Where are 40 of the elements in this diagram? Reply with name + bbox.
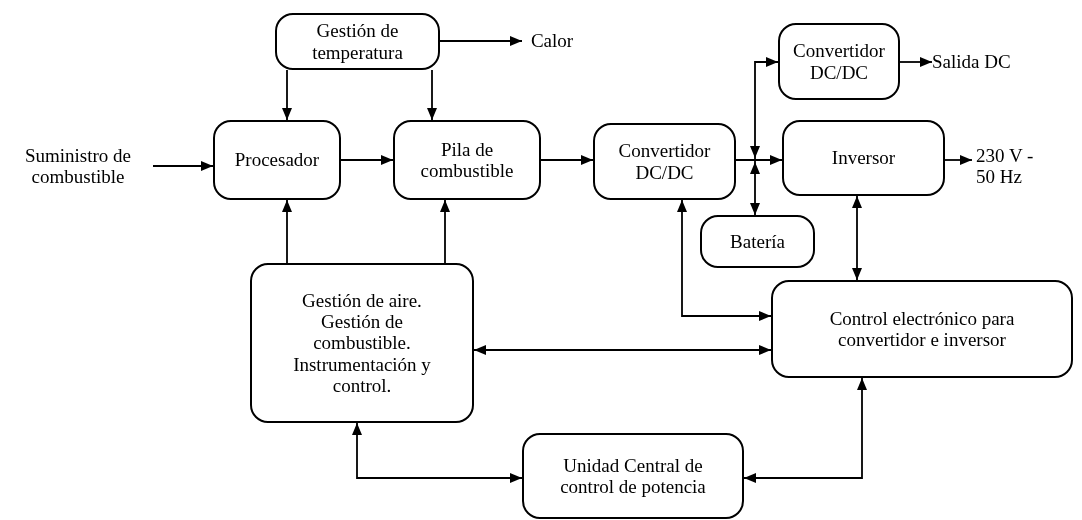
arrow <box>440 199 450 264</box>
box-label: Procesador <box>234 149 320 171</box>
arrow <box>439 36 523 46</box>
arrow <box>743 377 867 483</box>
process-box <box>782 120 945 196</box>
signal-label: Suministro de combustible <box>3 140 153 192</box>
box-label: Unidad Central de control de potencia <box>559 454 707 498</box>
arrow <box>540 155 594 165</box>
arrow <box>340 155 394 165</box>
arrow <box>152 161 214 171</box>
process-box <box>778 23 900 100</box>
arrow <box>427 69 437 121</box>
process-box <box>593 123 736 200</box>
box-label: Gestión de temperatura <box>311 20 404 63</box>
box-label: Control electrónico para convertidor e inversor <box>828 307 1016 351</box>
arrow <box>282 199 292 264</box>
signal-label: Calor <box>522 29 582 53</box>
box-label: Convertidor DC/DC <box>617 140 712 183</box>
signal-label: 230 V - 50 Hz <box>972 138 1068 194</box>
box-label: Inversor <box>831 147 896 169</box>
process-box <box>213 120 341 200</box>
signal-label: Salida DC <box>932 50 1042 74</box>
box-label: Batería <box>730 230 785 253</box>
arrow <box>352 422 523 483</box>
box-label: Convertidor DC/DC <box>792 40 886 83</box>
arrow <box>944 155 973 165</box>
process-box <box>771 280 1073 378</box>
arrow <box>473 345 772 355</box>
arrow <box>735 146 760 216</box>
process-box <box>250 263 474 423</box>
arrow <box>899 57 933 67</box>
process-box <box>522 433 744 519</box>
arrow <box>282 69 292 121</box>
box-label: Pila de combustible <box>419 138 515 182</box>
process-box <box>700 215 815 268</box>
process-box <box>275 13 440 70</box>
arrow <box>677 199 772 321</box>
process-box <box>393 120 541 200</box>
arrow <box>852 195 862 281</box>
box-label: Gestión de aire. Gestión de combustible. Instrumentación y control. <box>292 289 432 397</box>
